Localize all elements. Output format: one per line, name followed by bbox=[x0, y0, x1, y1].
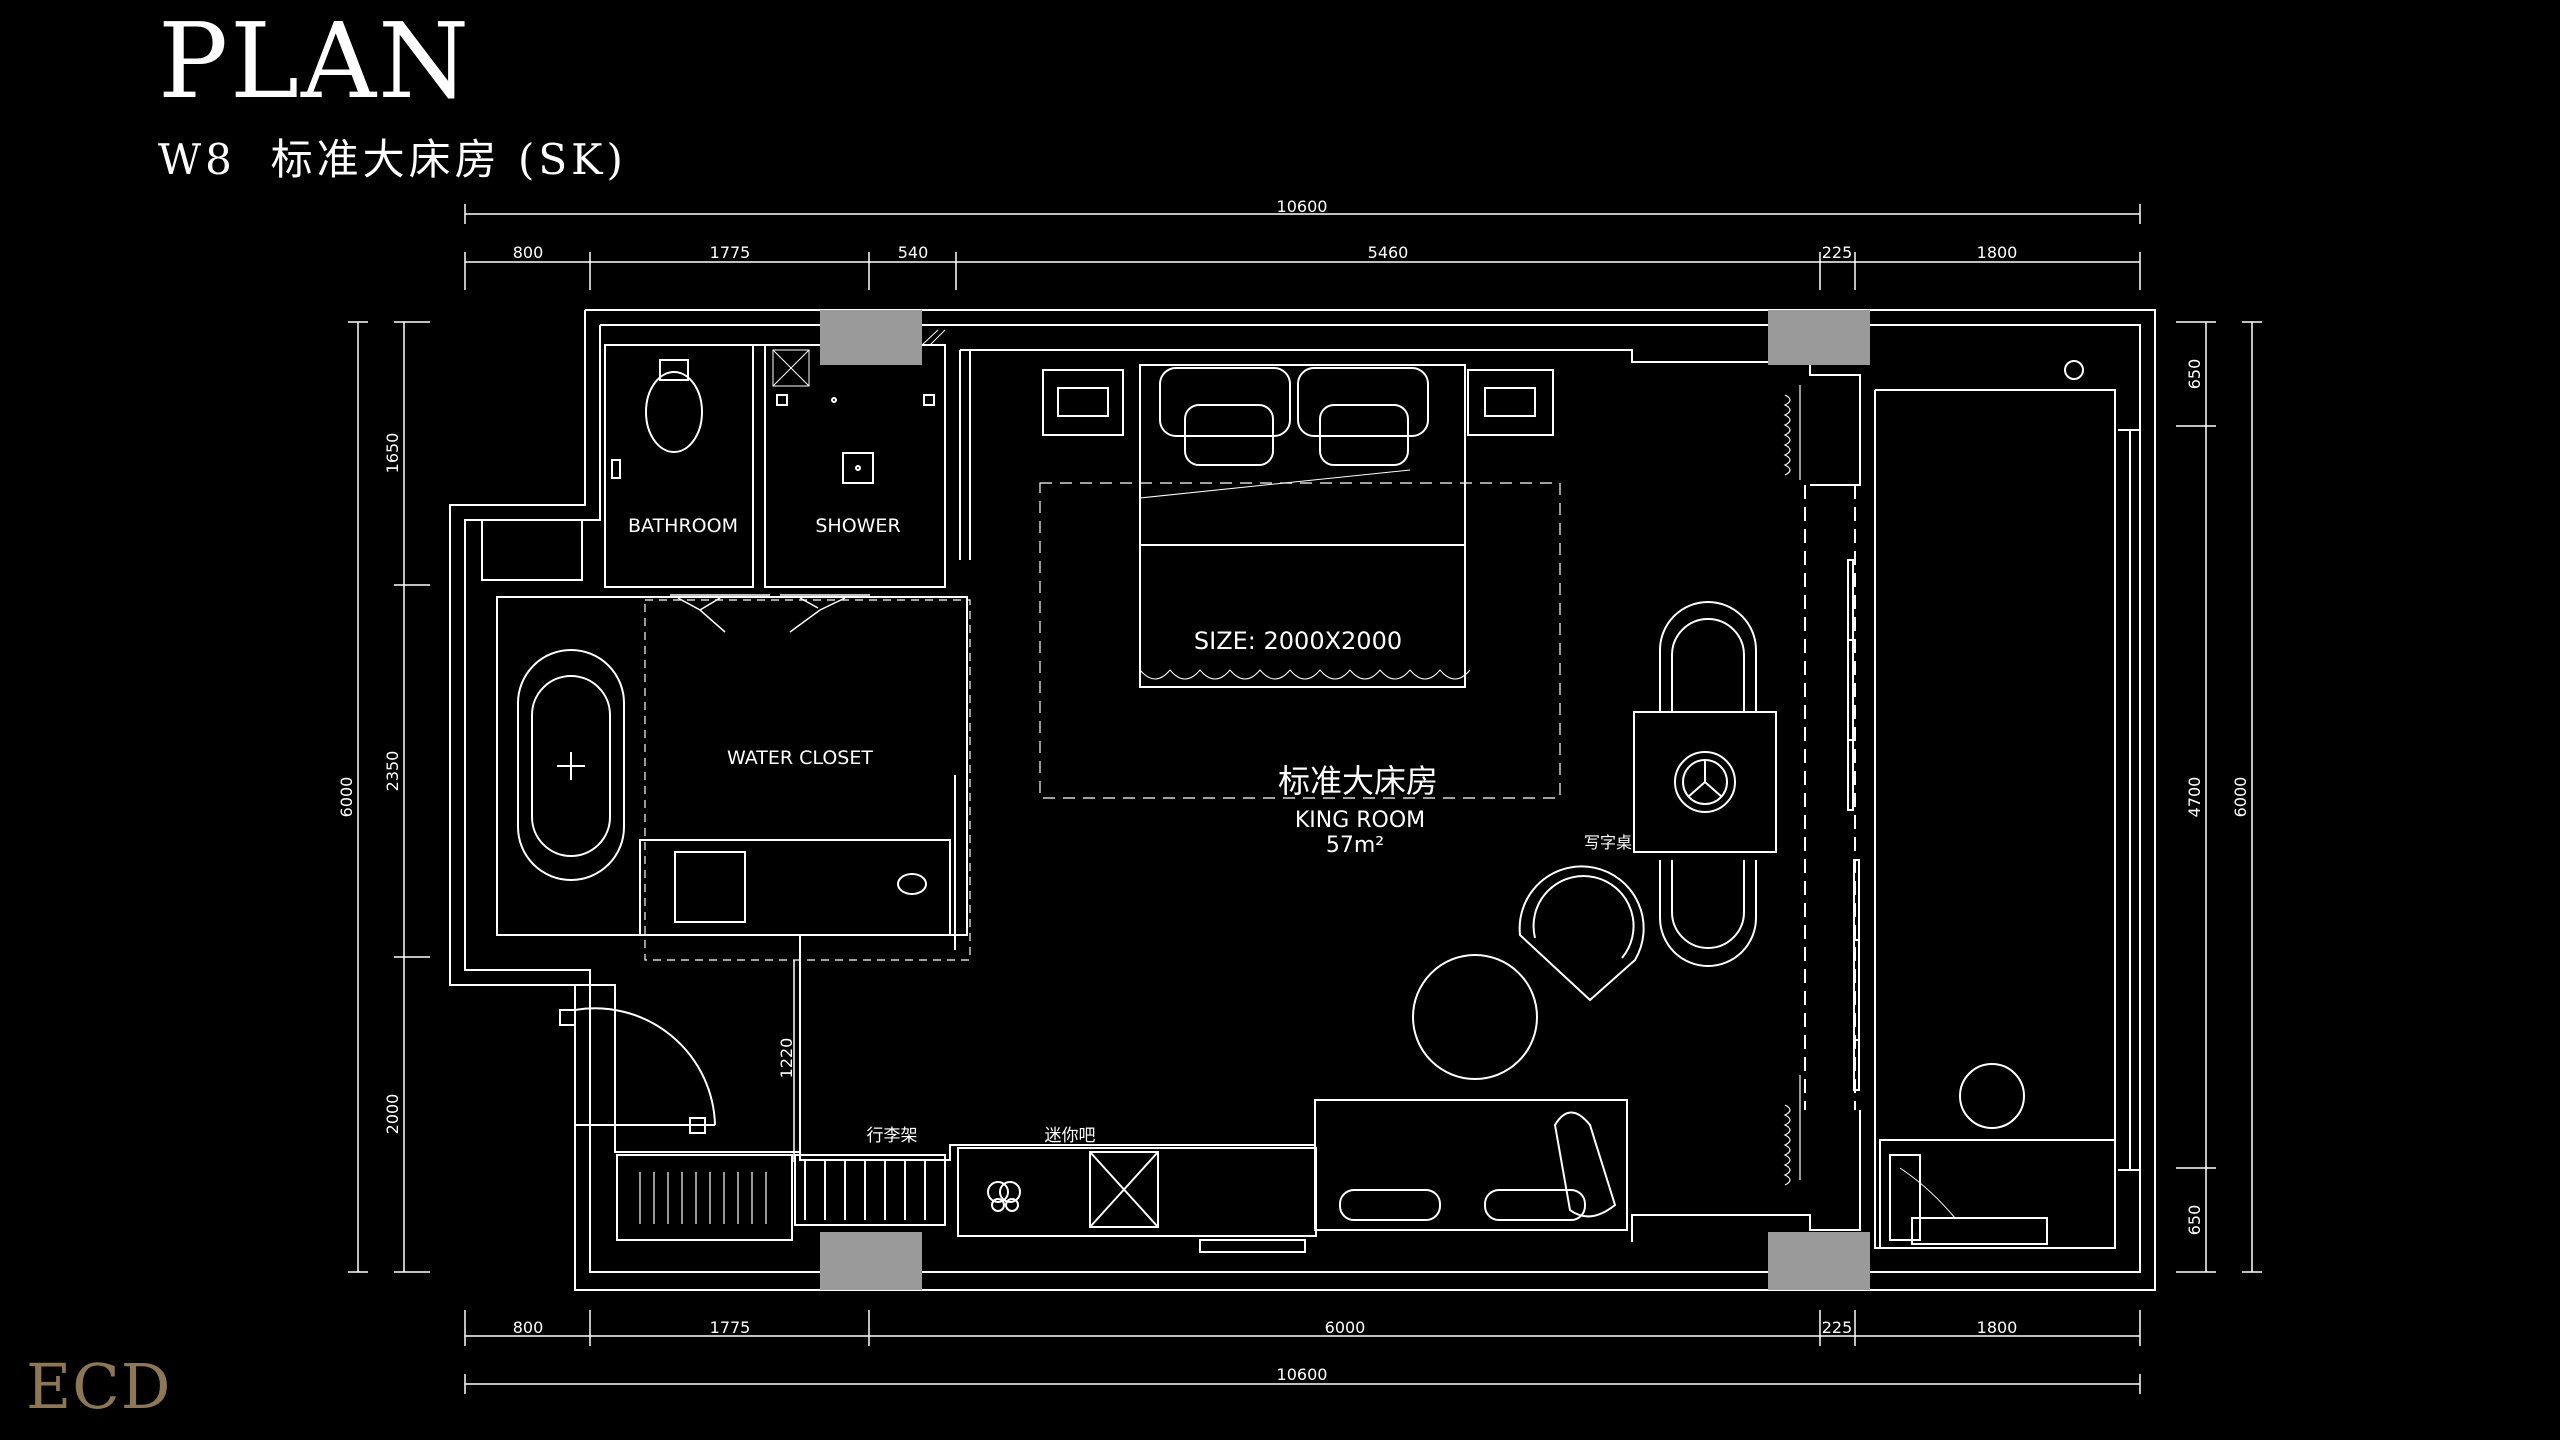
lounge-chair-icon bbox=[1518, 865, 1645, 1002]
nightstand-left bbox=[1042, 369, 1124, 436]
label-bathroom: BATHROOM bbox=[628, 515, 738, 537]
label-bed-size: SIZE: 2000X2000 bbox=[1194, 627, 1402, 655]
shower-icon bbox=[776, 394, 935, 484]
dim-bottom-3: 6000 bbox=[1325, 1318, 1366, 1337]
room-labels: BATHROOM SHOWER WATER CLOSET SIZE: 2000X… bbox=[628, 515, 1632, 1146]
coffee-table-icon bbox=[1412, 954, 1538, 1080]
entry-door bbox=[559, 1007, 716, 1134]
desk-chair-bottom bbox=[1659, 860, 1757, 967]
minibar bbox=[957, 1147, 1317, 1237]
bed-icon bbox=[1139, 364, 1471, 688]
dim-right-3: 650 bbox=[2185, 1205, 2204, 1236]
label-luggage-rack: 行李架 bbox=[867, 1126, 918, 1146]
label-room-area: 57m² bbox=[1326, 833, 1384, 858]
bathtub-icon bbox=[517, 649, 625, 881]
hatch-marks bbox=[772, 329, 946, 387]
label-room-cn: 标准大床房 bbox=[1278, 762, 1438, 800]
dim-top-2: 1775 bbox=[710, 243, 751, 262]
bath-zone-outline bbox=[644, 599, 971, 961]
dim-left-2: 2350 bbox=[383, 751, 402, 792]
dim-left-total: 6000 bbox=[337, 777, 356, 818]
nightstand-right bbox=[1467, 369, 1554, 436]
desk-icon bbox=[1633, 711, 1777, 853]
label-room-en: KING ROOM bbox=[1295, 808, 1425, 833]
dim-top-5: 225 bbox=[1822, 243, 1853, 262]
sliding-doors bbox=[670, 594, 870, 633]
dim-left-1: 1650 bbox=[383, 433, 402, 474]
label-minibar: 迷你吧 bbox=[1045, 1126, 1096, 1146]
dim-right-1: 650 bbox=[2185, 359, 2204, 390]
ecd-logo: ECD bbox=[26, 1350, 172, 1423]
luggage-rack bbox=[794, 1154, 946, 1226]
dim-right-2: 4700 bbox=[2185, 777, 2204, 818]
dim-top-total: 10600 bbox=[1277, 197, 1328, 216]
dim-top-4: 5460 bbox=[1368, 243, 1409, 262]
balcony-fixtures bbox=[1879, 360, 2116, 1249]
dim-bottom-4: 225 bbox=[1822, 1318, 1853, 1337]
structural-columns bbox=[820, 310, 1870, 1290]
dimension-labels: 10600 800 1775 540 5460 225 1800 800 177… bbox=[337, 197, 2250, 1384]
dim-bottom-1: 800 bbox=[513, 1318, 544, 1337]
dim-right-total: 6000 bbox=[2231, 777, 2250, 818]
dimension-lines bbox=[348, 204, 2262, 1394]
dim-top-6: 1800 bbox=[1977, 243, 2018, 262]
label-desk: 写字桌 bbox=[1584, 833, 1632, 852]
vanity-sink-icon bbox=[639, 839, 951, 936]
dim-top-1: 800 bbox=[513, 243, 544, 262]
dim-left-3: 2000 bbox=[383, 1094, 402, 1135]
desk-chair-top bbox=[1659, 601, 1757, 712]
dim-door: 1220 bbox=[777, 1038, 796, 1079]
toilet-icon bbox=[611, 359, 703, 479]
page-title: PLAN bbox=[158, 0, 472, 122]
dim-bottom-total: 10600 bbox=[1277, 1365, 1328, 1384]
curtain-top bbox=[1783, 385, 1801, 480]
dim-bottom-2: 1775 bbox=[710, 1318, 751, 1337]
closet bbox=[616, 1154, 793, 1241]
label-water-closet: WATER CLOSET bbox=[727, 747, 873, 769]
walls bbox=[449, 309, 2156, 1291]
label-shower: SHOWER bbox=[815, 515, 900, 537]
sofa-icon bbox=[1314, 1099, 1628, 1231]
curtain-bottom bbox=[1783, 1075, 1801, 1186]
page-subtitle: W8 标准大床房 (SK) bbox=[158, 135, 627, 184]
dim-bottom-5: 1800 bbox=[1977, 1318, 2018, 1337]
dim-top-3: 540 bbox=[898, 243, 929, 262]
rug-outline bbox=[1039, 482, 1561, 799]
